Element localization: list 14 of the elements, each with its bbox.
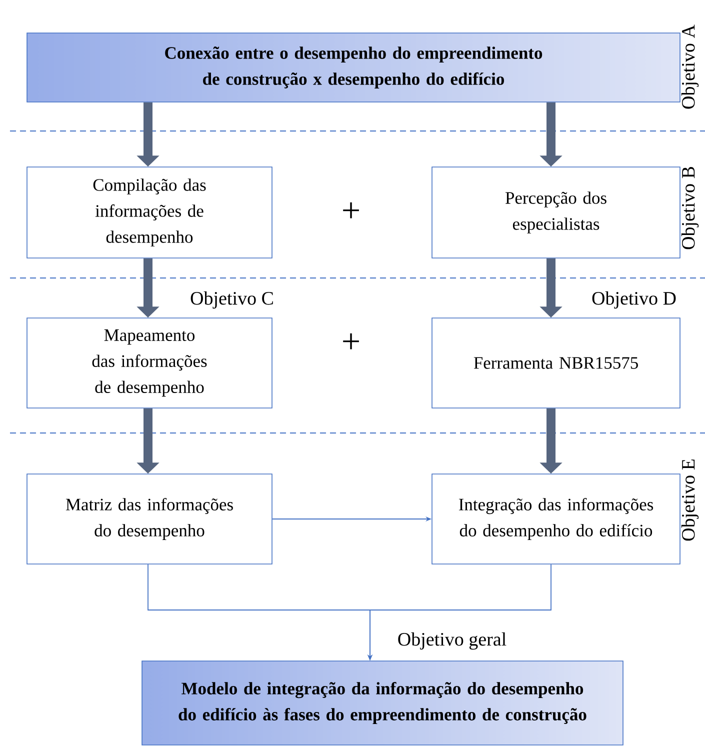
plus-sign: + xyxy=(343,202,359,218)
process-box: Matriz das informações do desempenho xyxy=(26,474,272,564)
process-box: Ferramenta NBR15575 xyxy=(432,318,680,408)
process-box: Percepção dos especialistas xyxy=(432,166,680,258)
result-box: Modelo de integração da informação do desempenho do edifício às fases do empreendimento de construção xyxy=(142,660,624,746)
section-label: Objetivo E xyxy=(681,460,699,541)
heading-box: Conexão entre o desempenho do empreendimento de construção x desempenho do edifício xyxy=(26,32,680,102)
process-box: Mapeamento das informações de desempenho xyxy=(26,318,272,408)
plus-sign: + xyxy=(343,333,359,350)
process-box: Integração das informações do desempenho do edifício xyxy=(432,474,680,564)
process-box: Compilação das informações de desempenho xyxy=(26,166,272,258)
objective-label: Objetivo C xyxy=(190,291,273,309)
objective-label: Objetivo D xyxy=(592,291,676,309)
objective-label: Objetivo geral xyxy=(398,632,506,650)
